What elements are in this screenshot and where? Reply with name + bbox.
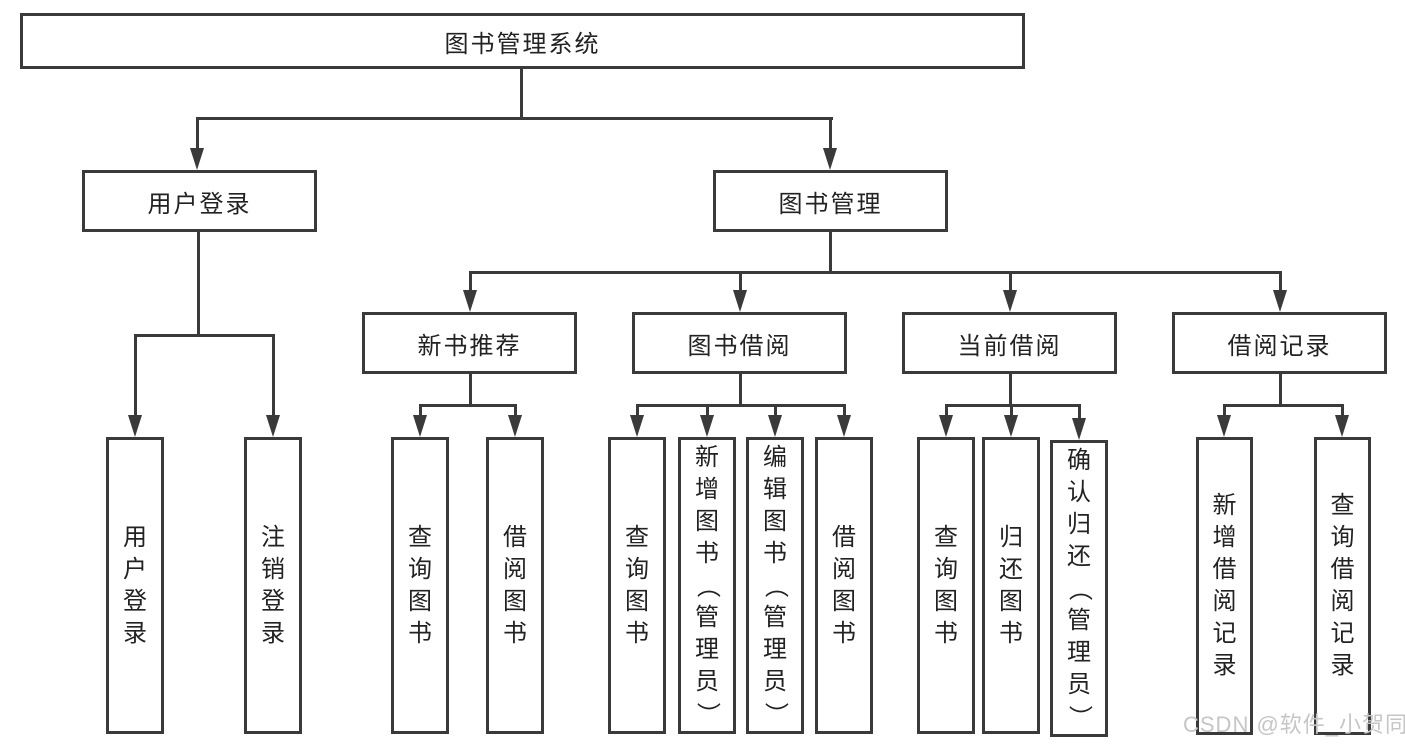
node-borrowing-records: 借阅记录: [1172, 312, 1387, 374]
leaf-bb-query-books: 查询图书: [608, 437, 666, 734]
arrow-line-user-login: [196, 117, 199, 150]
arrow-head-bb-add: [700, 415, 714, 437]
arrow-head-leaf-user-login: [128, 415, 142, 437]
leaf-bb-query-books-label: 查询图书: [625, 523, 649, 647]
leaf-cb-query-books: 查询图书: [917, 437, 975, 734]
leaf-bb-borrow-books: 借阅图书: [815, 437, 873, 734]
arrow-line-cb-query: [945, 404, 948, 416]
arrow-head-bb-query: [630, 415, 644, 437]
arrow-head-cb-return: [1004, 415, 1018, 437]
arrow-line-bb-edit: [774, 404, 777, 416]
connector-current-hline: [945, 404, 1081, 407]
node-borrowing-records-label: 借阅记录: [1227, 332, 1332, 360]
leaf-nb-borrow-books: 借阅图书: [486, 437, 544, 734]
leaf-user-login-label: 用户登录: [123, 523, 147, 647]
arrow-head-leaf-logout: [266, 415, 280, 437]
arrow-line-current: [1009, 271, 1012, 291]
arrow-head-bb-edit: [768, 415, 782, 437]
leaf-user-login: 用户登录: [106, 437, 164, 734]
connector-level1-hline: [196, 117, 833, 120]
node-user-login: 用户登录: [82, 170, 317, 232]
leaf-cb-confirm-return-admin: 确认归还（管理员）: [1050, 440, 1108, 737]
leaf-nb-query-books: 查询图书: [391, 437, 449, 734]
leaf-cb-query-books-label: 查询图书: [934, 523, 958, 647]
connector-current-stem: [1009, 374, 1012, 407]
connector-borrowing-hline: [636, 404, 845, 407]
leaf-nb-borrow-books-label: 借阅图书: [503, 523, 527, 647]
arrow-head-borrowing: [733, 290, 747, 312]
node-new-book-recommendation: 新书推荐: [362, 312, 577, 374]
leaf-nb-query-books-label: 查询图书: [408, 523, 432, 647]
connector-book-mgmt-stem: [829, 232, 832, 274]
arrow-line-bb-query: [636, 404, 639, 416]
connector-new-books-stem: [469, 374, 472, 407]
arrow-head-current: [1003, 290, 1017, 312]
node-new-book-recommendation-label: 新书推荐: [417, 332, 522, 360]
leaf-cb-confirm-return-admin-label: 确认归还（管理员）: [1066, 446, 1093, 729]
leaf-logout: 注销登录: [244, 437, 302, 734]
leaf-cb-return-books: 归还图书: [982, 437, 1040, 734]
arrow-head-cb-confirm: [1072, 418, 1086, 440]
connector-root-stem: [520, 69, 523, 120]
connector-borrowing-stem: [739, 374, 742, 407]
arrow-head-bb-borrow: [837, 415, 851, 437]
arrow-line-bb-add: [706, 404, 709, 416]
arrow-line-new-books: [469, 271, 472, 291]
arrow-line-br-add: [1223, 404, 1226, 416]
node-book-borrowing: 图书借阅: [632, 312, 847, 374]
arrow-head-user-login: [190, 148, 204, 170]
csdn-watermark: CSDN @软件_小贺同学: [1183, 712, 1405, 737]
arrow-line-borrowing: [739, 271, 742, 291]
arrow-head-nb-borrow: [508, 415, 522, 437]
node-user-login-label: 用户登录: [147, 190, 252, 218]
connector-user-login-hline: [134, 334, 275, 337]
arrow-line-cb-confirm: [1078, 404, 1081, 419]
arrow-line-br-query: [1341, 404, 1344, 416]
leaf-br-add-record: 新增借阅记录: [1196, 437, 1253, 735]
arrow-head-cb-query: [939, 415, 953, 437]
node-book-borrowing-label: 图书借阅: [687, 332, 792, 360]
leaf-logout-label: 注销登录: [261, 523, 285, 647]
arrow-line-cb-return: [1010, 404, 1013, 416]
arrow-line-bb-borrow: [843, 404, 846, 416]
node-book-management: 图书管理: [713, 170, 948, 232]
node-library-management-system-label: 图书管理系统: [444, 30, 601, 58]
leaf-br-query-record: 查询借阅记录: [1314, 437, 1371, 735]
arrow-line-leaf-logout: [272, 334, 275, 416]
connector-level3-hline: [469, 271, 1282, 274]
arrow-line-leaf-user-login: [134, 334, 137, 416]
leaf-bb-borrow-books-label: 借阅图书: [832, 523, 856, 647]
connector-new-books-hline: [419, 404, 517, 407]
arrow-head-book-management: [823, 148, 837, 170]
leaf-br-add-record-label: 新增借阅记录: [1212, 492, 1237, 679]
leaf-bb-add-books-admin-label: 新增图书（管理员）: [694, 443, 721, 726]
arrow-head-new-books: [463, 290, 477, 312]
arrow-line-nb-query: [419, 404, 422, 416]
leaf-cb-return-books-label: 归还图书: [999, 523, 1023, 647]
arrow-head-nb-query: [413, 415, 427, 437]
node-current-borrowing: 当前借阅: [902, 312, 1117, 374]
leaf-br-query-record-label: 查询借阅记录: [1330, 492, 1355, 679]
arrow-head-br-query: [1335, 415, 1349, 437]
arrow-line-book-management: [829, 117, 832, 150]
connector-records-stem: [1279, 374, 1282, 407]
connector-user-login-stem: [197, 232, 200, 337]
arrow-line-records: [1279, 271, 1282, 291]
connector-records-hline: [1223, 404, 1344, 407]
arrow-head-br-add: [1217, 415, 1231, 437]
arrow-line-nb-borrow: [514, 404, 517, 416]
leaf-bb-edit-books-admin-label: 编辑图书（管理员）: [762, 443, 789, 726]
leaf-bb-add-books-admin: 新增图书（管理员）: [678, 437, 736, 734]
node-library-management-system: 图书管理系统: [20, 13, 1025, 69]
node-current-borrowing-label: 当前借阅: [957, 332, 1062, 360]
node-book-management-label: 图书管理: [778, 190, 883, 218]
arrow-head-records: [1273, 290, 1287, 312]
leaf-bb-edit-books-admin: 编辑图书（管理员）: [746, 437, 804, 734]
